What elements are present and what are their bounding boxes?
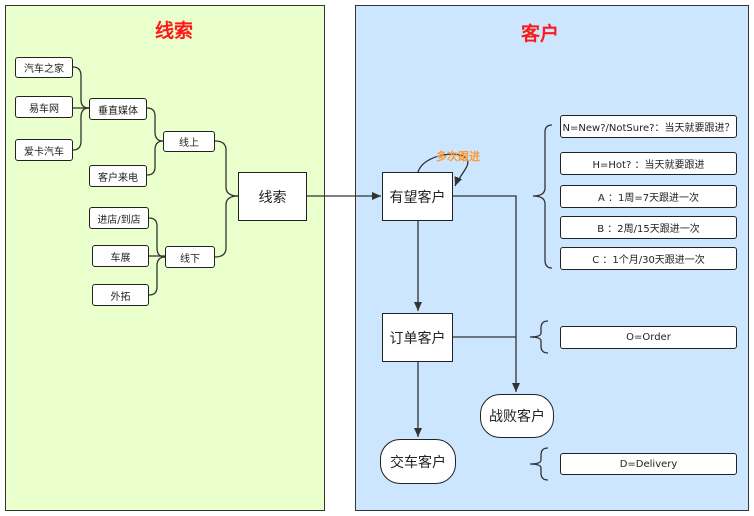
source-outreach: 外拓 [92, 284, 149, 306]
source-vertical-media: 垂直媒体 [89, 98, 147, 120]
level-o: O=Order [560, 326, 737, 349]
prospect-customer-node: 有望客户 [382, 172, 453, 221]
leads-panel-title: 线索 [155, 20, 194, 42]
lead-node: 线索 [238, 172, 307, 221]
level-h: H=Hot? ：当天就要跟进 [560, 152, 737, 175]
source-autohome: 汽车之家 [15, 57, 73, 78]
source-aika: 爱卡汽车 [15, 139, 73, 161]
level-b: B ：2周/15天跟进一次 [560, 216, 737, 239]
source-customer-call: 客户来电 [89, 165, 147, 187]
channel-offline: 线下 [165, 246, 215, 268]
level-a: A ：1周=7天跟进一次 [560, 185, 737, 208]
delivered-customer-node: 交车客户 [380, 439, 456, 484]
followup-note: 多次跟进 [436, 150, 480, 163]
order-customer-node: 订单客户 [382, 313, 453, 362]
source-store-visit: 进店/到店 [89, 207, 149, 229]
level-n: N=New?/NotSure?：当天就要跟进？ [560, 115, 737, 138]
source-auto-show: 车展 [92, 245, 149, 267]
level-d: D=Delivery [560, 453, 737, 475]
source-yiche: 易车网 [15, 96, 73, 118]
customers-panel-title: 客户 [521, 23, 560, 45]
channel-online: 线上 [163, 131, 215, 152]
lost-customer-node: 战败客户 [480, 394, 554, 438]
level-c: C ：1个月/30天跟进一次 [560, 247, 737, 270]
